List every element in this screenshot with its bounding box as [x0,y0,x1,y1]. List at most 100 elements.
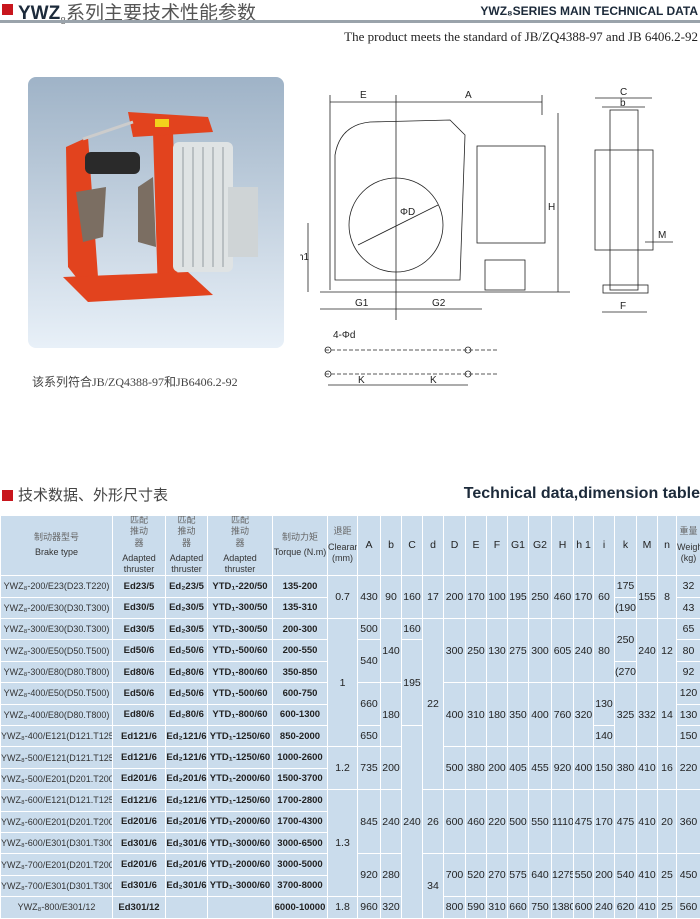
value-cell: 550 [529,790,552,854]
value-cell: (190) [615,597,637,618]
column-header: 重量Weight (kg) [677,516,700,576]
thruster-cell: YTD₁-800/60 [208,704,273,725]
brake-type-cell: YWZ₈-400/E80(D80.T800) [1,704,113,725]
value-cell: 80 [594,619,615,683]
label-M: M [658,230,666,241]
value-cell: 34 [423,854,444,918]
thruster-cell: Ed₂50/6 [166,640,208,661]
value-cell: 360 [677,790,700,854]
brake-photo-icon [28,77,284,348]
value-cell: 240 [637,619,658,683]
thruster-cell: Ed₂201/6 [166,811,208,832]
label-K-right: K [430,375,437,386]
value-cell: 195 [508,576,529,619]
label-A: A [465,90,472,101]
header-en: Adapted thruster [166,553,207,576]
column-header: D [444,516,466,576]
value-cell: 500 [508,790,529,854]
value-cell: 200 [381,747,402,790]
thruster-cell: Ed₂301/6 [166,832,208,853]
thruster-cell: YTD₁-220/50 [208,576,273,597]
column-header: G1 [508,516,529,576]
value-cell: 80 [677,640,700,661]
header-cn: 退距 [328,527,357,538]
brake-type-cell: YWZ₈-500/E121(D121.T1250) [1,747,113,768]
value-cell: 1380 [552,897,574,918]
header-en: n [658,539,676,552]
thruster-cell: Ed301/6 [113,832,166,853]
thruster-cell: Ed₂80/6 [166,704,208,725]
label-h1: h1 [300,252,310,263]
value-cell: 760 [552,683,574,747]
red-square-bullet-icon [2,4,13,15]
thruster-cell: YTD₁-1250/60 [208,790,273,811]
brake-type-cell: YWZ₈-200/E30(D30.T300) [1,597,113,618]
thruster-cell: YTD₁-500/60 [208,640,273,661]
column-header: n [658,516,677,576]
column-header: M [637,516,658,576]
thruster-cell: YTD₁-2000/60 [208,854,273,875]
thruster-cell: Ed₂23/5 [166,576,208,597]
torque-cell: 850-2000 [273,725,328,746]
torque-cell: 3700-8000 [273,875,328,896]
torque-cell: 135-200 [273,576,328,597]
thruster-cell: YTD₁-300/50 [208,619,273,640]
value-cell: 620 [615,897,637,918]
value-cell: 960 [358,897,381,918]
torque-cell: 350-850 [273,661,328,682]
header-en: i [594,539,614,552]
photo-caption: 该系列符合JB/ZQ4388-97和JB6406.2-92 [32,373,238,390]
value-cell: 12 [658,619,677,683]
value-cell: 200 [444,576,466,619]
value-cell: 920 [358,854,381,897]
value-cell: 332 [637,683,658,747]
header-cn: 匹配推动器 [175,516,199,550]
value-cell: 220 [487,790,508,854]
torque-cell: 1700-4300 [273,811,328,832]
value-cell: 540 [358,640,381,683]
brake-type-cell: YWZ₈-400/E121(D121.T1250) [1,725,113,746]
value-cell: 120 [677,683,700,704]
value-cell: 240 [594,897,615,918]
brake-type-cell: YWZ₈-200/E23(D23.T220) [1,576,113,597]
label-G2: G2 [432,298,446,309]
value-cell: 195 [402,640,423,726]
column-header: 匹配推动器 Adapted thruster [166,516,208,576]
brake-type-cell: YWZ₈-300/E30(D30.T300) [1,619,113,640]
thruster-cell: Ed80/6 [113,661,166,682]
torque-cell: 3000-5000 [273,854,328,875]
red-square-bullet-icon [2,490,13,501]
thruster-cell: Ed121/6 [113,790,166,811]
value-cell: 660 [358,683,381,726]
torque-cell: 135-310 [273,597,328,618]
dimension-drawing: E A ΦD H h1 G1 G2 C b M F 4-Φd K K [300,80,700,390]
thruster-cell: Ed121/6 [113,747,166,768]
value-cell: 26 [423,790,444,854]
thruster-cell: Ed₂121/6 [166,790,208,811]
value-cell: 150 [677,725,700,746]
value-cell: 735 [358,747,381,790]
column-header: G2 [529,516,552,576]
column-header: F [487,516,508,576]
thruster-cell: Ed301/6 [113,875,166,896]
thruster-cell: Ed₂121/6 [166,725,208,746]
thruster-cell: YTD₁-500/60 [208,683,273,704]
thruster-cell: Ed201/6 [113,811,166,832]
value-cell: 170 [574,576,594,619]
torque-cell: 1000-2600 [273,747,328,768]
value-cell: 640 [529,854,552,897]
header-en: A [358,539,380,552]
torque-cell: 1700-2800 [273,790,328,811]
value-cell: 475 [615,790,637,854]
value-cell: 800 [444,897,466,918]
column-header: 退距Clearance (mm) [328,516,358,576]
value-cell: 430 [358,576,381,619]
value-cell: 275 [508,619,529,683]
column-header: A [358,516,381,576]
value-cell: 325 [615,683,637,747]
torque-cell: 1500-3700 [273,768,328,789]
value-cell: 200 [594,854,615,897]
value-cell: 590 [466,897,487,918]
